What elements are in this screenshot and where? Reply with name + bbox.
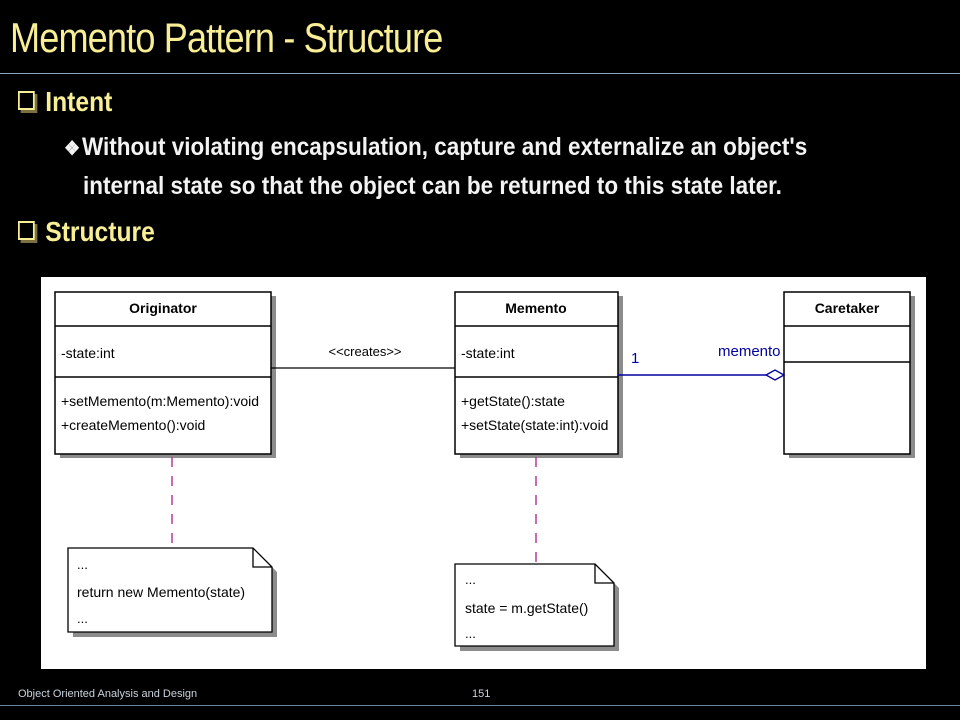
memento-attr: -state:int: [461, 345, 515, 361]
caretaker-class: Caretaker: [783, 291, 915, 458]
footer-course: Object Oriented Analysis and Design: [18, 688, 198, 700]
bullet-intent: Intent: [18, 86, 112, 118]
memento-op: +setState(state:int):void: [461, 417, 608, 433]
aggregation-diamond-icon: [764, 369, 786, 381]
originator-op: +createMemento():void: [61, 417, 205, 433]
originator-note: ... return new Memento(state) ...: [67, 547, 277, 637]
intent-text-line1: ❖Without violating encapsulation, captur…: [64, 131, 807, 165]
slide-title: Memento Pattern - Structure: [10, 14, 443, 61]
memento-class-name: Memento: [505, 300, 566, 316]
caretaker-class-name: Caretaker: [815, 300, 880, 316]
note-line: ...: [77, 611, 88, 626]
originator-class: Originator -state:int +setMemento(m:Meme…: [54, 291, 276, 458]
bullet-intent-label: Intent: [45, 86, 113, 117]
memento-class: Memento -state:int +getState():state +se…: [454, 291, 623, 458]
bullet-structure-label: Structure: [45, 216, 155, 247]
originator-class-name: Originator: [129, 300, 197, 316]
square-bullet-icon: [18, 91, 35, 110]
role-label: memento: [718, 343, 781, 360]
multiplicity-label: 1: [631, 350, 639, 367]
title-divider: [0, 73, 960, 74]
creates-label: <<creates>>: [329, 344, 402, 359]
footer-divider: [0, 705, 960, 706]
intent-text-line1-label: Without violating encapsulation, capture…: [81, 133, 808, 161]
originator-attr: -state:int: [61, 345, 115, 361]
note-line: ...: [465, 572, 476, 587]
originator-op: +setMemento(m:Memento):void: [61, 393, 259, 409]
memento-op: +getState():state: [461, 393, 565, 409]
note-line: ...: [465, 626, 476, 641]
diamond-bullet-icon: ❖: [64, 138, 81, 160]
intent-text-line2: internal state so that the object can be…: [83, 172, 782, 200]
note-line: return new Memento(state): [77, 584, 245, 600]
bullet-structure: Structure: [18, 216, 155, 248]
note-line: state = m.getState(): [465, 600, 588, 616]
memento-note: ... state = m.getState() ...: [454, 563, 619, 651]
uml-diagram: Originator -state:int +setMemento(m:Meme…: [41, 277, 926, 669]
square-bullet-icon: [18, 221, 35, 240]
note-line: ...: [77, 557, 88, 572]
footer-page-number: 151: [472, 688, 491, 700]
